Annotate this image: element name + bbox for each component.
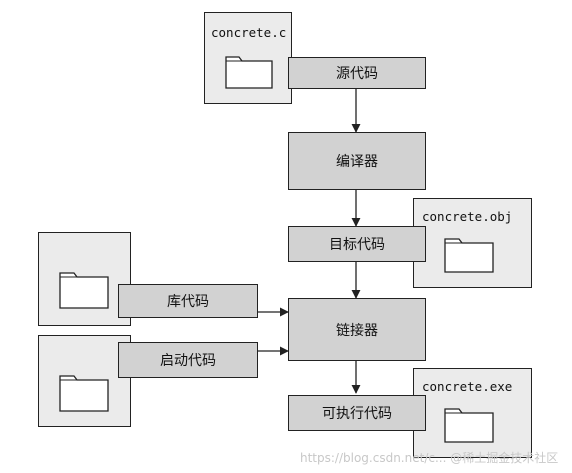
folder-icon — [59, 375, 109, 412]
library-code-label: 库代码 — [167, 294, 209, 310]
folder-icon — [225, 56, 273, 89]
file-concrete-obj: concrete.obj — [413, 198, 532, 288]
linker-label: 链接器 — [336, 322, 378, 339]
folder-icon — [444, 238, 494, 273]
folder-icon — [444, 408, 494, 443]
object-code-box: 目标代码 — [288, 226, 426, 262]
source-code-label: 源代码 — [336, 66, 378, 82]
executable-code-box: 可执行代码 — [288, 395, 426, 431]
file-name-concrete-c: concrete.c — [211, 25, 287, 40]
startup-code-label: 启动代码 — [160, 353, 216, 369]
startup-code-box: 启动代码 — [118, 342, 258, 378]
file-startup — [38, 335, 131, 427]
file-concrete-c: concrete.c — [204, 12, 292, 104]
file-name-concrete-obj: concrete.obj — [422, 209, 513, 224]
file-name-concrete-exe: concrete.exe — [422, 379, 513, 394]
file-concrete-exe: concrete.exe — [413, 368, 532, 458]
file-library — [38, 232, 131, 326]
watermark: https://blog.csdn.net/c... @稀土掘金技术社区 — [300, 451, 559, 465]
linker-box: 链接器 — [288, 298, 426, 361]
object-code-label: 目标代码 — [329, 237, 385, 253]
source-code-box: 源代码 — [288, 57, 426, 89]
folder-icon — [59, 272, 109, 309]
executable-code-label: 可执行代码 — [322, 406, 392, 422]
compiler-label: 编译器 — [336, 154, 378, 170]
compiler-box: 编译器 — [288, 132, 426, 190]
library-code-box: 库代码 — [118, 284, 258, 318]
